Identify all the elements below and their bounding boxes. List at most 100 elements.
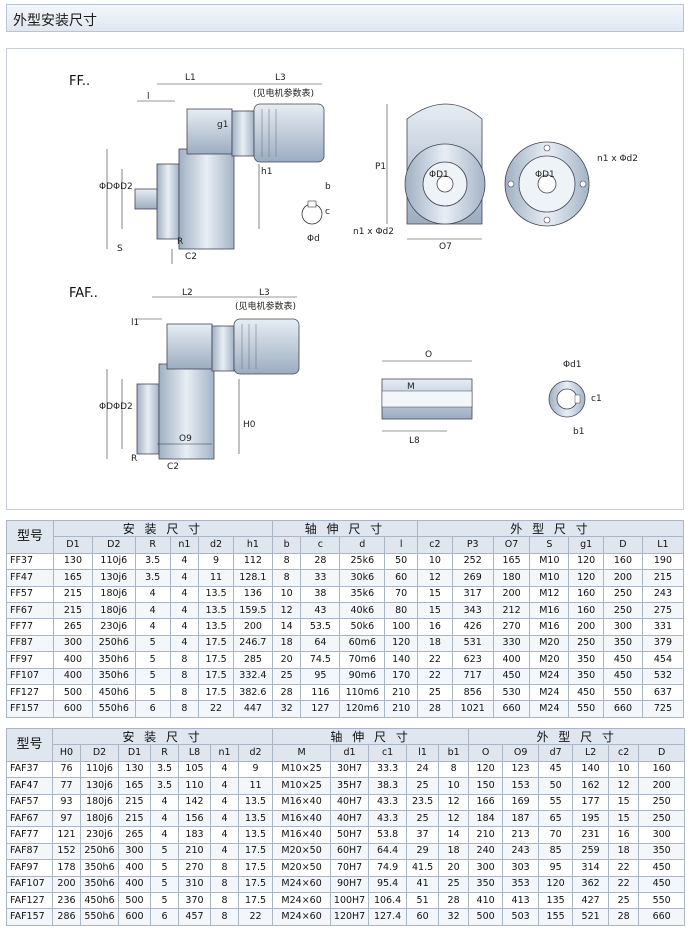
ff-value-cell: 10 xyxy=(417,552,453,571)
faf-value-cell: 5 xyxy=(150,859,179,877)
ff-value-cell: M20 xyxy=(529,651,570,669)
ff-value-cell: 50 xyxy=(384,552,419,571)
faf-value-cell: M10×25 xyxy=(272,760,332,779)
faf-value-cell: 150 xyxy=(468,777,504,795)
ff-value-cell: 400 xyxy=(53,667,93,685)
faf-value-cell: 97 xyxy=(52,809,81,828)
ff-value-cell: 4 xyxy=(169,601,200,620)
faf-value-cell: 65 xyxy=(538,809,574,828)
ff-value-cell: 120 xyxy=(384,634,419,653)
dimension-drawing: FF.. L1 L3 l (见电机参数表) g1 h1 ΦD ΦD2 S xyxy=(6,48,684,510)
faf-value-cell: 16 xyxy=(608,826,640,844)
ff-model-cell: FF57 xyxy=(5,585,55,603)
faf-label-l8: L8 xyxy=(409,436,420,446)
ff-value-cell: 120 xyxy=(568,552,605,571)
faf-value-cell: 243 xyxy=(502,842,540,861)
ff-value-cell: 110m6 xyxy=(339,683,386,702)
faf-value-cell: 231 xyxy=(572,826,610,844)
ff-value-cell: 116 xyxy=(300,683,341,702)
ff-value-cell: M10 xyxy=(529,552,570,571)
ff-value-cell: 25 xyxy=(271,667,302,685)
faf-value-cell: 4 xyxy=(150,809,179,828)
faf-value-cell: M24×60 xyxy=(272,875,332,893)
ff-value-cell: 33 xyxy=(300,569,341,587)
ff-value-cell: 350 xyxy=(568,651,605,669)
ff-value-cell: 200 xyxy=(232,618,273,636)
faf-value-cell: 130 xyxy=(118,760,151,779)
faf-label-l3: L3 xyxy=(259,288,270,298)
ff-group-outline: 外 型 尺 寸 xyxy=(417,519,684,538)
faf-value-cell: 153 xyxy=(502,777,540,795)
ff-group-shaft: 轴 伸 尺 寸 xyxy=(271,519,419,538)
ff-value-cell: M16 xyxy=(529,601,570,620)
faf-value-cell: 20 xyxy=(438,859,470,877)
faf-col-header: O xyxy=(468,744,504,762)
ff-label-p1: P1 xyxy=(375,162,386,172)
ff-value-cell: 250 xyxy=(568,634,605,653)
ff-value-cell: 215 xyxy=(53,601,93,620)
faf-value-cell: 45 xyxy=(538,760,574,779)
ff-model-cell: FF77 xyxy=(5,618,55,636)
faf-value-cell: 18 xyxy=(438,842,470,861)
faf-value-cell: 8 xyxy=(210,859,239,877)
ff-value-cell: M24 xyxy=(529,683,570,702)
ff-label-d1-flange: ΦD1 xyxy=(535,170,555,180)
ff-model-header: 型号 xyxy=(5,520,55,554)
ff-col-header: R xyxy=(134,536,171,554)
faf-value-cell: 121 xyxy=(52,826,81,844)
faf-value-cell: 350h6 xyxy=(80,875,119,893)
ff-col-header: d2 xyxy=(198,536,234,554)
ff-model-cell: FF47 xyxy=(5,569,55,587)
ff-value-cell: 15 xyxy=(417,585,453,603)
faf-value-cell: 410 xyxy=(468,891,504,910)
faf-value-cell: 550 xyxy=(638,891,686,910)
ff-value-cell: 4 xyxy=(169,569,200,587)
faf-value-cell: 413 xyxy=(502,891,540,910)
ff-value-cell: 550h6 xyxy=(91,700,136,718)
faf-value-cell: 184 xyxy=(468,809,504,828)
ff-value-cell: 43 xyxy=(300,601,341,620)
ff-value-cell: 140 xyxy=(384,651,419,669)
ff-value-cell: 5 xyxy=(134,651,171,669)
faf-value-cell: 51 xyxy=(406,891,440,910)
ff-label-c2: C2 xyxy=(185,252,197,262)
ff-value-cell: 50k6 xyxy=(339,618,386,636)
faf-value-cell: 12 xyxy=(438,809,470,828)
faf-value-cell: 5 xyxy=(150,891,179,910)
ff-value-cell: 400 xyxy=(492,651,531,669)
faf-value-cell: 165 xyxy=(118,777,151,795)
faf-value-cell: 4 xyxy=(210,777,239,795)
ff-value-cell: 90m6 xyxy=(339,667,386,685)
ff-value-cell: 270 xyxy=(492,618,531,636)
ff-value-cell: 110j6 xyxy=(91,552,136,571)
faf-value-cell: 25 xyxy=(438,875,470,893)
faf-label-c1: c1 xyxy=(591,394,602,404)
faf-value-cell: 240 xyxy=(468,842,504,861)
ff-value-cell: 8 xyxy=(271,569,302,587)
faf-value-cell: 166 xyxy=(468,793,504,811)
ff-value-cell: 180j6 xyxy=(91,585,136,603)
ff-value-cell: 190 xyxy=(641,552,685,571)
faf-col-header: n1 xyxy=(210,744,239,762)
ff-value-cell: 350 xyxy=(568,667,605,685)
faf-value-cell: 14 xyxy=(438,826,470,844)
ff-value-cell: 426 xyxy=(451,618,494,636)
faf-col-header: L8 xyxy=(178,744,211,762)
faf-value-cell: M10×25 xyxy=(272,777,332,795)
page-title: 外型安装尺寸 xyxy=(13,13,97,29)
faf-label-d1: Φd1 xyxy=(563,360,582,370)
faf-value-cell: 70 xyxy=(538,826,574,844)
ff-value-cell: 331 xyxy=(641,618,685,636)
ff-label-l1: L1 xyxy=(185,73,196,83)
faf-value-cell: 6 xyxy=(150,908,179,926)
ff-value-cell: 170 xyxy=(384,667,419,685)
faf-value-cell: 5 xyxy=(150,842,179,861)
ff-value-cell: 25k6 xyxy=(339,552,386,571)
